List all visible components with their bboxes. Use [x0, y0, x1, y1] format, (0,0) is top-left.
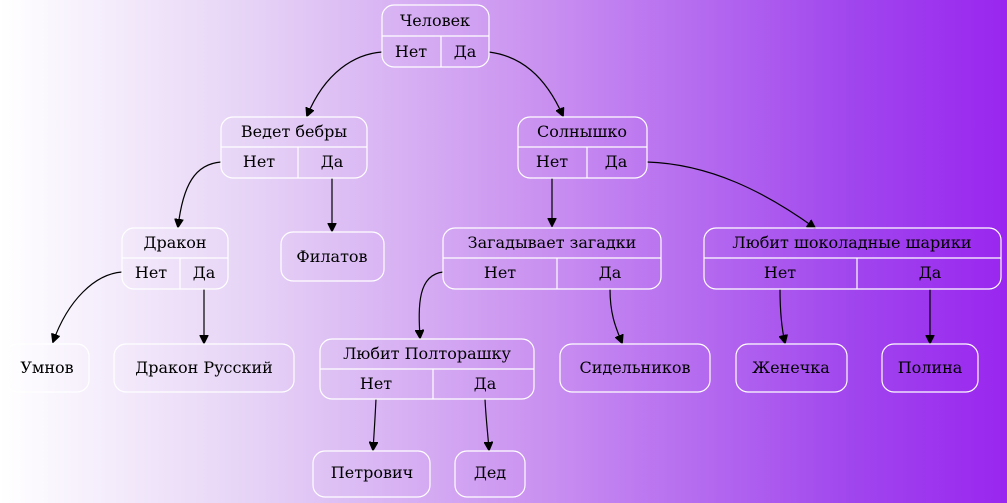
answer-node-zhenechka: Женечка	[735, 343, 848, 393]
question-node-sun: Солнышко Нет Да	[517, 116, 648, 179]
edge-root-yes	[488, 51, 563, 116]
edge-poltorashka-no	[373, 398, 376, 450]
edge-balls-no	[780, 288, 785, 343]
answer-node-polina: Полина	[881, 343, 979, 393]
edges	[53, 51, 930, 450]
edge-riddles-no	[419, 271, 444, 338]
edge-sun-yes	[646, 161, 815, 228]
answer-node-ded: Дед	[454, 450, 526, 498]
no-label: Нет	[395, 42, 427, 61]
question-node-bebry: Ведет бебры Нет Да	[220, 116, 368, 179]
question-node-riddles: Загадывает загадки Нет Да	[442, 227, 662, 290]
answer-label: Умнов	[20, 358, 73, 377]
question-label: Солнышко	[537, 122, 627, 141]
no-label: Нет	[243, 152, 275, 171]
no-label: Нет	[135, 263, 167, 282]
question-node-balls: Любит шоколадные шарики Нет Да	[703, 227, 1002, 290]
answer-label: Дед	[474, 463, 506, 482]
yes-label: Да	[605, 152, 628, 171]
answer-label: Полина	[898, 358, 963, 377]
answer-label: Женечка	[752, 358, 830, 377]
yes-label: Да	[454, 42, 477, 61]
yes-label: Да	[474, 374, 497, 393]
yes-label: Да	[321, 152, 344, 171]
answer-label: Дракон Русский	[135, 358, 273, 377]
yes-label: Да	[599, 263, 622, 282]
question-label: Человек	[400, 11, 470, 30]
no-label: Нет	[536, 152, 568, 171]
answer-node-sidelnikov: Сидельников	[559, 343, 711, 393]
question-node-poltorashka: Любит Полторашку Нет Да	[319, 338, 535, 400]
yes-label: Да	[193, 263, 216, 282]
no-label: Нет	[360, 374, 392, 393]
question-label: Любит Полторашку	[343, 344, 511, 363]
question-label: Ведет бебры	[241, 122, 347, 141]
answer-label: Петрович	[331, 463, 413, 482]
edge-bebry-no	[178, 161, 222, 227]
answer-label: Филатов	[296, 247, 367, 266]
edge-riddles-yes	[609, 288, 622, 343]
answer-label: Сидельников	[579, 358, 690, 377]
edge-dragon-no	[53, 271, 123, 342]
edge-root-no	[307, 51, 383, 116]
answer-node-petrovich: Петрович	[312, 450, 431, 498]
edge-poltorashka-yes	[485, 398, 489, 450]
question-label: Загадывает загадки	[468, 233, 637, 252]
question-label: Любит шоколадные шарики	[732, 233, 971, 252]
yes-label: Да	[919, 263, 942, 282]
answer-node-filatov: Филатов	[280, 231, 385, 282]
no-label: Нет	[764, 263, 796, 282]
answer-node-dragon-russian: Дракон Русский	[113, 343, 295, 393]
question-label: Дракон	[143, 233, 206, 252]
answer-node-umnov: Умнов	[5, 343, 90, 393]
question-node-dragon: Дракон Нет Да	[121, 227, 229, 290]
no-label: Нет	[484, 263, 516, 282]
question-node-root: Человек Нет Да	[381, 4, 490, 68]
